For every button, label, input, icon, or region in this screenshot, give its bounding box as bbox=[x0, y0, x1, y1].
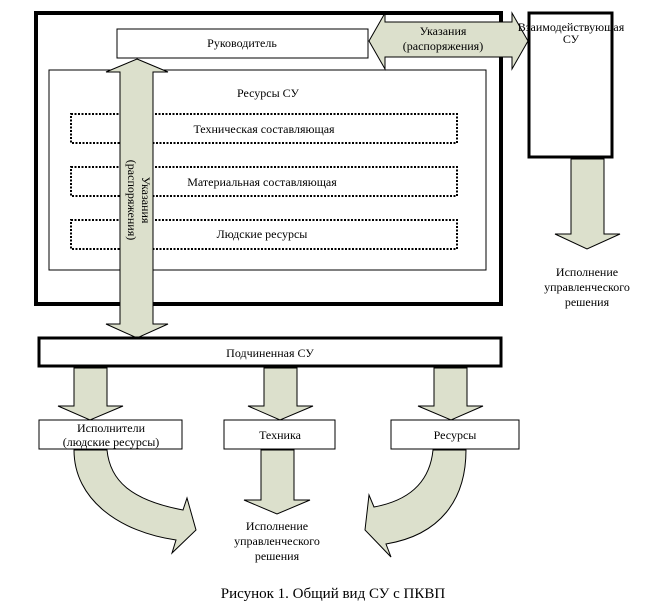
technical-component-label: Техническая составляющая bbox=[193, 122, 335, 136]
subordinate-su-box bbox=[37, 336, 503, 368]
horizontal-instructions-line1: Указания bbox=[420, 24, 467, 38]
equipment-label: Техника bbox=[259, 428, 302, 442]
down-arrow-equipment bbox=[247, 367, 314, 421]
interacting-su-box bbox=[527, 11, 614, 159]
equipment-outcome-arrow bbox=[243, 449, 311, 515]
interacting-outcome-line1: Исполнение bbox=[556, 265, 618, 279]
figure-caption: Рисунок 1. Общий вид СУ с ПКВП bbox=[221, 586, 446, 602]
human-resources-label: Людские ресурсы bbox=[217, 227, 308, 241]
technical-component-box bbox=[70, 113, 458, 144]
final-outcome-line2: управленческого bbox=[234, 534, 320, 548]
executors-line1: Исполнители bbox=[77, 421, 146, 435]
down-arrow-resources bbox=[417, 367, 484, 421]
vertical-instructions-line2: (распоряжения) bbox=[125, 160, 139, 240]
subordinate-su-label: Подчиненная СУ bbox=[226, 346, 314, 360]
interacting-su-line2: СУ bbox=[563, 32, 580, 46]
vertical-instructions-line1: Указания bbox=[139, 177, 153, 224]
human-resources-box bbox=[70, 219, 458, 250]
executors-curved-arrow bbox=[73, 449, 197, 555]
executors-line2: (людские ресурсы) bbox=[63, 435, 160, 449]
interacting-outcome-line2: управленческого bbox=[544, 280, 630, 294]
final-outcome-line3: решения bbox=[255, 549, 300, 563]
material-component-box bbox=[70, 166, 458, 197]
interacting-outcome-line3: решения bbox=[565, 295, 610, 309]
interacting-su-line1: Взаимодействующая bbox=[518, 20, 625, 34]
resources-box bbox=[390, 419, 520, 450]
material-component-label: Материальная составляющая bbox=[187, 175, 337, 189]
manager-label: Руководитель bbox=[207, 36, 277, 50]
final-outcome-line1: Исполнение bbox=[246, 519, 308, 533]
down-arrow-executors bbox=[57, 367, 124, 421]
vertical-instructions-text: Указания (распоряжения) bbox=[125, 160, 153, 240]
resources-curved-arrow bbox=[364, 449, 467, 558]
interacting-down-arrow bbox=[554, 158, 621, 250]
equipment-box bbox=[223, 419, 336, 450]
resources-group-title: Ресурсы СУ bbox=[237, 86, 300, 100]
horizontal-instructions-line2: (распоряжения) bbox=[403, 39, 483, 53]
manager-box bbox=[116, 28, 369, 59]
executors-box bbox=[38, 419, 183, 450]
resources-label: Ресурсы bbox=[434, 428, 477, 442]
